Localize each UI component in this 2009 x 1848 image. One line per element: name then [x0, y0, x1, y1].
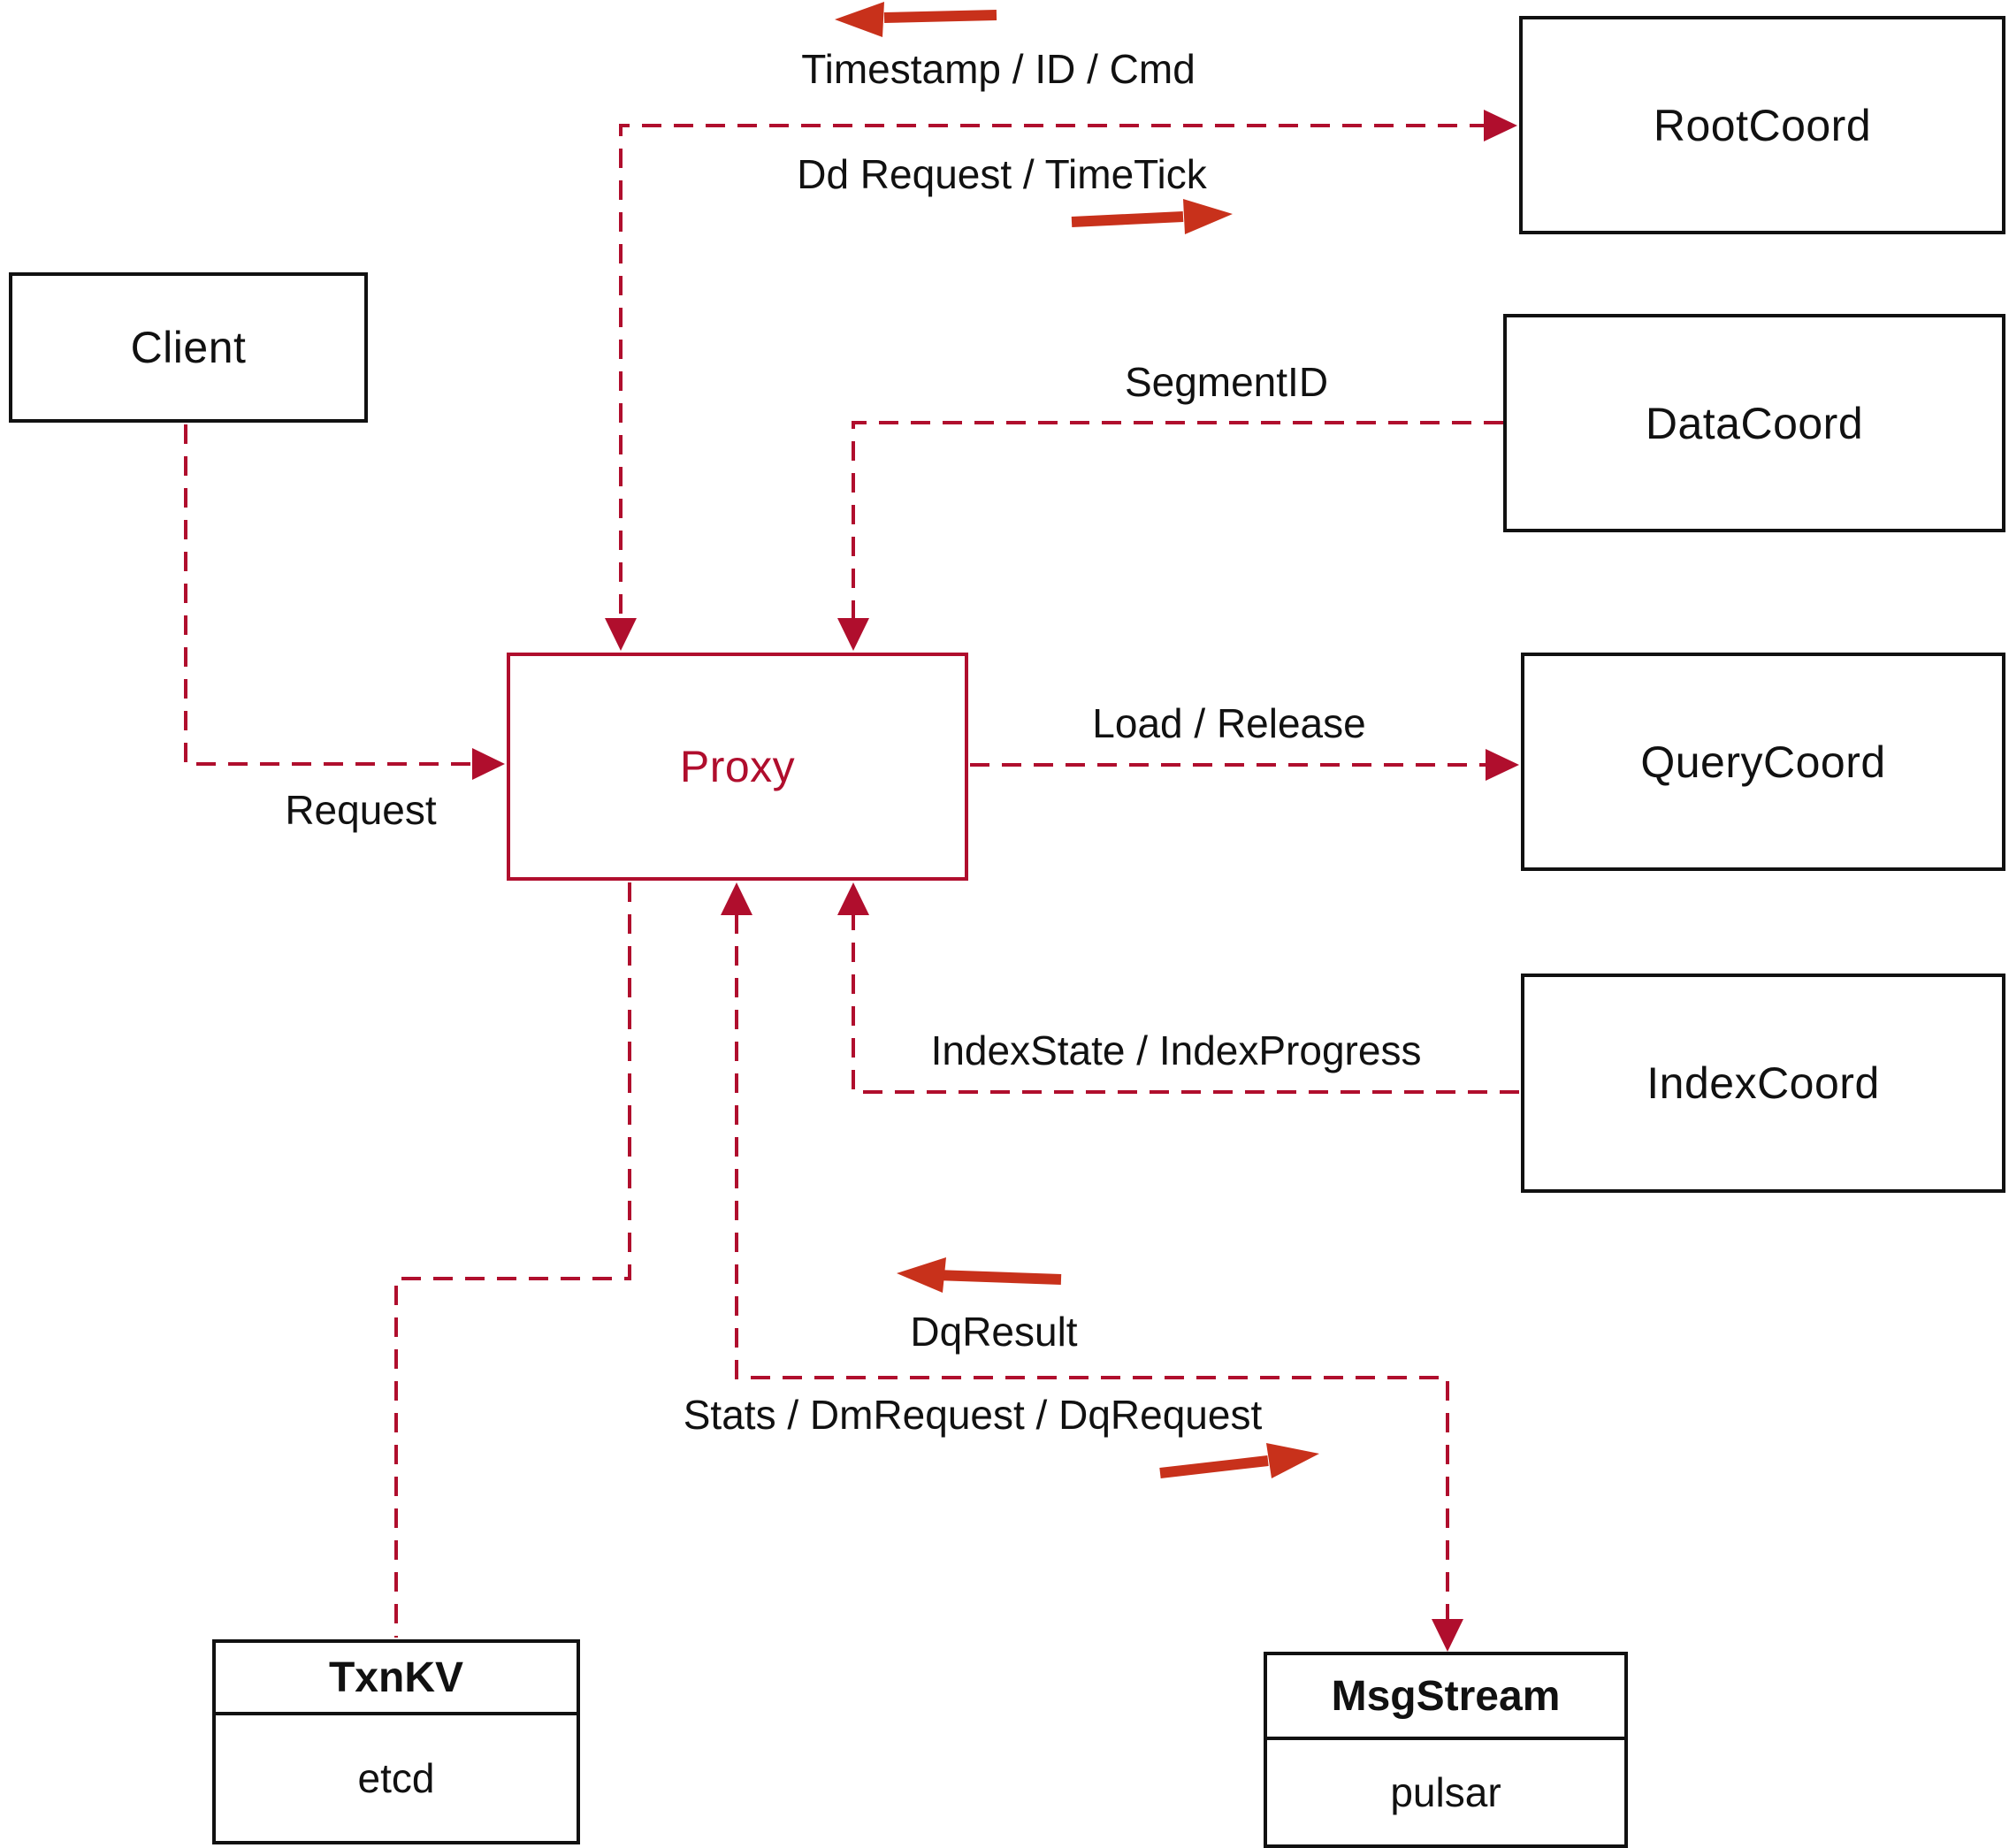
edge-datacoord-proxy-line [852, 421, 1503, 619]
node-datacoord-label: DataCoord [1645, 398, 1864, 448]
arrowhead-into-querycoord-icon [1486, 749, 1519, 781]
direction-arrow-timestamp-left-icon [835, 2, 997, 37]
node-proxy: Proxy [507, 653, 968, 881]
arrowhead-into-proxy-top-right-icon [837, 618, 869, 651]
edge-proxy-txnkv-line [394, 882, 631, 1638]
edge-label-request: Request [285, 787, 437, 833]
node-txnkv-sublabel: etcd [357, 1755, 435, 1801]
edge-label-indexstate-indexprogress: IndexState / IndexProgress [930, 1027, 1422, 1073]
node-querycoord: QueryCoord [1521, 653, 2005, 871]
edge-proxy-msgstream-line [735, 914, 1449, 1620]
edge-label-stats-dmrequest-dqrequest: Stats / DmRequest / DqRequest [683, 1392, 1263, 1438]
edge-label-load-release: Load / Release [1092, 700, 1366, 746]
node-indexcoord-label: IndexCoord [1646, 1058, 1880, 1108]
node-proxy-label: Proxy [679, 742, 796, 791]
edge-client-proxy-line [184, 424, 474, 766]
arrowhead-into-proxy-left-icon [472, 748, 505, 780]
node-rootcoord-label: RootCoord [1653, 100, 1872, 150]
node-txnkv: TxnKV etcd [212, 1639, 580, 1844]
arrowhead-into-rootcoord-icon [1484, 110, 1517, 141]
node-txnkv-title: TxnKV [216, 1643, 577, 1715]
node-msgstream: MsgStream pulsar [1264, 1652, 1628, 1848]
edge-label-dd-request-timetick: Dd Request / TimeTick [797, 151, 1207, 197]
edge-label-dqresult: DqResult [910, 1309, 1078, 1355]
direction-arrow-dqresult-left-icon [897, 1257, 1062, 1293]
node-datacoord: DataCoord [1503, 314, 2005, 532]
edge-label-timestamp-id-cmd: Timestamp / ID / Cmd [801, 46, 1195, 92]
arrowhead-into-proxy-bottom-middle-icon [721, 882, 752, 915]
node-client-label: Client [130, 323, 247, 372]
node-rootcoord: RootCoord [1519, 16, 2005, 234]
edge-rootcoord-proxy-line [619, 124, 1489, 619]
node-msgstream-title: MsgStream [1267, 1655, 1624, 1740]
node-querycoord-label: QueryCoord [1640, 737, 1886, 787]
direction-arrow-ddrequest-right-icon [1071, 199, 1233, 234]
node-indexcoord: IndexCoord [1521, 974, 2005, 1193]
arrowhead-into-proxy-bottom-right-icon [837, 882, 869, 915]
direction-arrow-stats-right-icon [1159, 1443, 1319, 1478]
edge-label-segmentid: SegmentID [1124, 359, 1329, 405]
node-msgstream-sublabel: pulsar [1390, 1769, 1501, 1815]
arrowhead-into-proxy-top-left-icon [605, 618, 637, 651]
arrowhead-into-msgstream-icon [1432, 1619, 1463, 1652]
node-client: Client [9, 272, 368, 423]
